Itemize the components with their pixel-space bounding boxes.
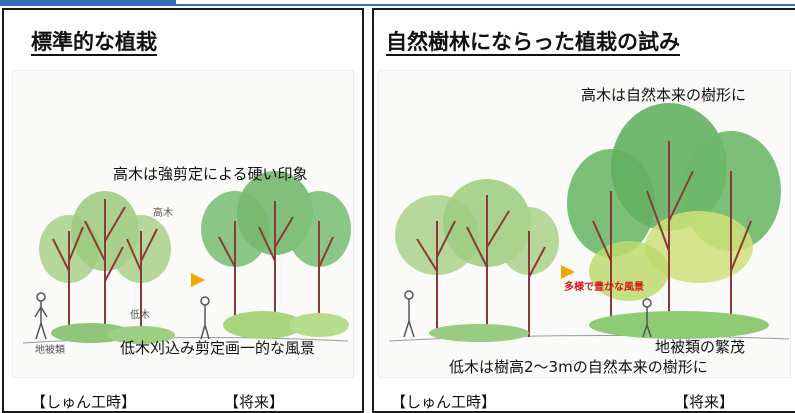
caption-completion: 【しゅん工時】	[391, 393, 497, 411]
shrub-pruning-note: 低木刈込み剪定画一的な風景	[120, 339, 316, 357]
natural-planting-illustration: 高木は自然本来の樹形に 多様で豊かな風景 地被類の繁茂 低木は樹高2～3mの自然…	[378, 70, 791, 378]
standard-planting-illustration: 高木は強剪定による硬い印象 高木 低木 地被類 低木刈込み剪定画一的な風景	[12, 70, 354, 378]
young-natural-tree-cluster	[395, 179, 559, 342]
tall-tree-label: 高木	[153, 208, 173, 219]
standard-trees-drawing	[22, 171, 351, 344]
top-accent-bar	[0, 0, 795, 6]
tall-tree-note: 高木は強剪定による硬い印象	[113, 165, 308, 183]
arrow-icon	[561, 265, 575, 279]
caption-future: 【将来】	[224, 393, 285, 411]
mature-natural-forest	[567, 103, 781, 339]
top-accent-rule	[176, 4, 795, 6]
tall-tree-note: 高木は自然本来の樹形に	[581, 86, 747, 104]
natural-forest-planting-panel: 自然樹林にならった植栽の試み	[372, 8, 795, 413]
young-tree-cluster	[39, 191, 171, 339]
person-figure	[34, 292, 48, 340]
ground-cover-label: 地被類	[35, 345, 65, 356]
caption-completion: 【しゅん工時】	[31, 393, 137, 411]
panel-title: 自然樹林にならった植栽の試み	[386, 30, 680, 54]
shrub-height-note: 低木は樹高2～3mの自然本来の樹形に	[449, 358, 708, 376]
standard-planting-panel: 標準的な植栽	[2, 8, 364, 413]
caption-future: 【将来】	[674, 393, 735, 411]
natural-trees-drawing	[388, 103, 790, 342]
arrow-icon	[191, 273, 205, 287]
panel-title: 標準的な植栽	[31, 30, 157, 54]
mature-tree-cluster	[201, 171, 351, 339]
ground-cover-note: 地被類の繁茂	[655, 338, 746, 356]
diverse-landscape-label: 多様で豊かな風景	[564, 282, 644, 293]
top-accent-block	[0, 0, 176, 6]
shrub-label: 低木	[130, 310, 150, 321]
